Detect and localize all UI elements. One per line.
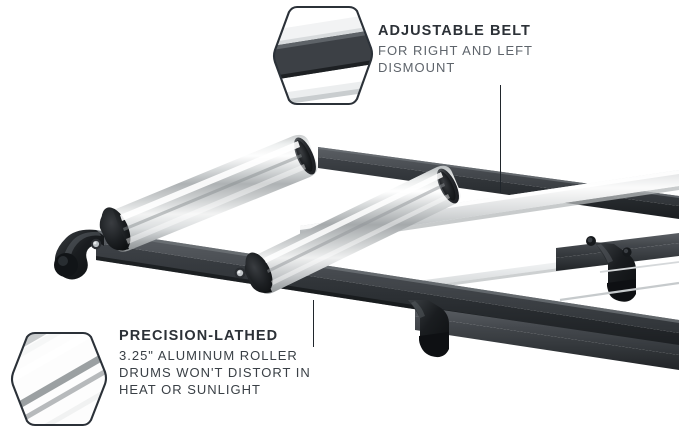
callout-line-1: 3.25" ALUMINUM ROLLER — [119, 348, 298, 364]
callout-line-1: FOR RIGHT AND LEFT — [378, 43, 533, 59]
roller-drum-front — [99, 134, 318, 252]
callout-heading: PRECISION-LATHED — [119, 328, 279, 344]
near-rail-lower — [415, 306, 679, 370]
foot-rear-right — [586, 236, 636, 302]
pivot-bolt-center — [234, 267, 246, 279]
hex-belt-image — [274, 7, 372, 104]
leader-line-precision-lathed — [313, 300, 315, 347]
belt-wire-lower — [559, 261, 679, 302]
callout-line-2: DRUMS WON'T DISTORT IN — [119, 365, 311, 381]
hex-outline — [272, 5, 374, 106]
roller-drum-middle — [244, 165, 461, 294]
callout-heading: ADJUSTABLE BELT — [378, 23, 531, 39]
callout-adjustable-belt: ADJUSTABLE BELT FOR RIGHT AND LEFT DISMO… — [378, 22, 533, 77]
foot-front-center — [408, 300, 449, 358]
hex-outline — [10, 331, 108, 427]
callout-line-3: HEAT OR SUNLIGHT — [119, 382, 261, 398]
pivot-bolt-left — [90, 238, 102, 250]
callout-precision-lathed: PRECISION-LATHED 3.25" ALUMINUM ROLLER D… — [119, 327, 311, 399]
leader-line-adjustable-belt — [500, 85, 502, 193]
hex-callout-belt-closeup — [270, 4, 376, 108]
callout-line-2: DISMOUNT — [378, 60, 456, 76]
hex-callout-drum-closeup — [6, 330, 112, 428]
